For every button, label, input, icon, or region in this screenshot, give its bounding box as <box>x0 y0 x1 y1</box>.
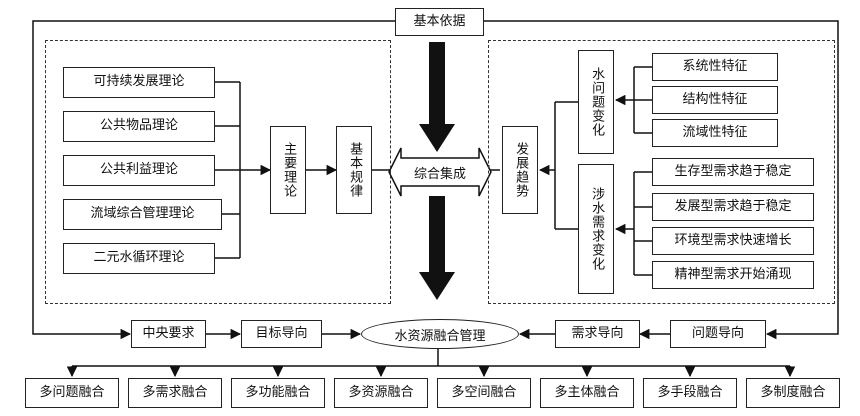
main-theory-label: 主要理论 <box>281 142 297 198</box>
feature-label: 结构性特征 <box>682 91 748 107</box>
demand-change-label: 涉水需求变化 <box>589 187 605 271</box>
fusion-label: 多需求融合 <box>142 384 208 400</box>
theory-label: 二元水循环理论 <box>93 250 185 266</box>
demand-label: 生存型需求趋于稳定 <box>674 163 792 179</box>
demand-box-environment: 环境型需求快速增长 <box>652 227 814 255</box>
fusion-box: 多资源融合 <box>334 378 428 408</box>
main-theory-box: 主要理论 <box>270 126 306 214</box>
trend-box: 发展趋势 <box>502 126 538 214</box>
feature-box-basin: 流域性特征 <box>652 119 778 147</box>
demand-box-development: 发展型需求趋于稳定 <box>652 193 814 221</box>
basic-basis-label: 基本依据 <box>413 13 466 29</box>
fusion-label: 多手段融合 <box>657 384 723 400</box>
feature-box-systemic: 系统性特征 <box>652 53 778 81</box>
core-management-label: 水资源融合管理 <box>394 328 486 344</box>
theory-box-public-goods: 公共物品理论 <box>63 111 215 142</box>
theory-box-dual-water-cycle: 二元水循环理论 <box>63 243 215 274</box>
water-issue-change-box: 水问题变化 <box>578 50 614 154</box>
theory-box-public-interest: 公共利益理论 <box>63 155 215 186</box>
basic-law-label: 基本规律 <box>347 142 363 198</box>
fusion-label: 多制度融合 <box>760 384 826 400</box>
basic-basis-box: 基本依据 <box>395 8 484 36</box>
feature-label: 流域性特征 <box>682 124 748 140</box>
theory-label: 可持续发展理论 <box>93 74 185 90</box>
fusion-label: 多空间融合 <box>451 384 517 400</box>
trend-label: 发展趋势 <box>513 142 529 198</box>
fusion-box: 多需求融合 <box>128 378 222 408</box>
fusion-box: 多问题融合 <box>25 378 119 408</box>
demand-box-survival: 生存型需求趋于稳定 <box>652 158 814 186</box>
water-issue-change-label: 水问题变化 <box>589 67 605 137</box>
fusion-box: 多空间融合 <box>437 378 531 408</box>
goal-orientation-label: 目标导向 <box>255 325 308 341</box>
theory-panel <box>45 40 391 304</box>
theory-box-basin-management: 流域综合管理理论 <box>63 199 222 230</box>
demand-orientation-label: 需求导向 <box>571 325 624 341</box>
integration-label: 综合集成 <box>413 166 466 182</box>
fusion-box: 多主体融合 <box>540 378 634 408</box>
fusion-box: 多功能融合 <box>231 378 325 408</box>
fusion-label: 多问题融合 <box>39 384 105 400</box>
fusion-label: 多主体融合 <box>554 384 620 400</box>
problem-orientation-box: 问题导向 <box>670 320 766 348</box>
basic-law-box: 基本规律 <box>336 126 372 214</box>
theory-label: 公共利益理论 <box>99 162 178 178</box>
feature-label: 系统性特征 <box>682 58 748 74</box>
demand-label: 精神型需求开始涌现 <box>674 266 792 282</box>
problem-orientation-label: 问题导向 <box>691 325 744 341</box>
feature-box-structural: 结构性特征 <box>652 86 778 114</box>
central-requirement-label: 中央要求 <box>142 325 195 341</box>
central-requirement-box: 中央要求 <box>131 320 206 348</box>
theory-label: 流域综合管理理论 <box>90 206 195 222</box>
fusion-box: 多制度融合 <box>746 378 840 408</box>
fusion-box: 多手段融合 <box>643 378 737 408</box>
theory-label: 公共物品理论 <box>99 118 178 134</box>
goal-orientation-box: 目标导向 <box>241 320 322 348</box>
demand-label: 发展型需求趋于稳定 <box>674 198 792 214</box>
demand-label: 环境型需求快速增长 <box>674 232 792 248</box>
demand-orientation-box: 需求导向 <box>555 320 640 348</box>
demand-change-box: 涉水需求变化 <box>578 164 614 294</box>
fusion-label: 多功能融合 <box>245 384 311 400</box>
theory-box-sustainable: 可持续发展理论 <box>63 67 215 98</box>
trend-panel <box>488 40 835 304</box>
core-management-ellipse: 水资源融合管理 <box>361 319 519 349</box>
demand-box-spiritual: 精神型需求开始涌现 <box>652 261 814 289</box>
fusion-label: 多资源融合 <box>348 384 414 400</box>
